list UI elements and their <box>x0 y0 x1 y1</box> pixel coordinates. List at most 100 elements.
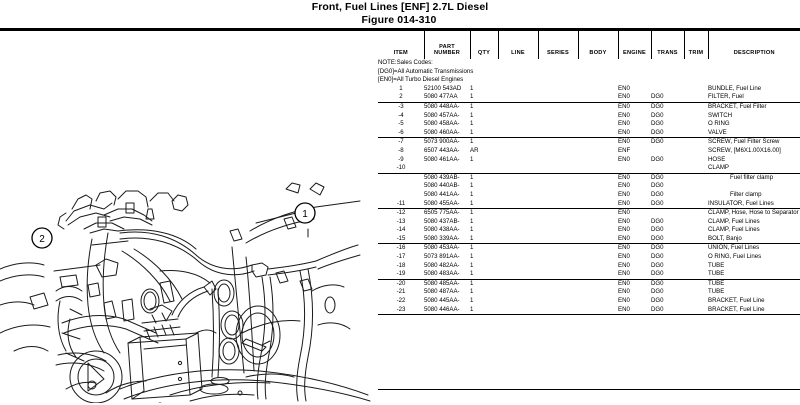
callout-marker-1: 1 <box>294 202 316 224</box>
cell-trans <box>651 85 684 94</box>
cell-body <box>578 138 618 147</box>
cell-desc: INSULATOR, Fuel Lines <box>708 199 800 210</box>
cell-qty: 1 <box>470 305 498 316</box>
cell-trans: DG0 <box>651 138 664 146</box>
table-header-row: ITEM PART NUMBER QTY LINE SERIES BODY EN… <box>378 31 800 59</box>
cell-part: 6505 775AA- <box>424 209 460 217</box>
note-text: NOTE:Sales Codes: <box>378 59 433 66</box>
cell-trim <box>684 226 708 235</box>
cell-series <box>538 120 578 129</box>
cell-series <box>538 147 578 156</box>
cell-part: 5080 437AB- <box>424 217 460 225</box>
cell-engine: EN0 <box>618 111 630 119</box>
cell-qty: 1 <box>470 155 474 163</box>
cell-qty: 1 <box>470 279 474 287</box>
cell-desc: O RING, Fuel Lines <box>708 253 762 261</box>
cell-series <box>538 191 578 200</box>
cell-body <box>578 147 618 156</box>
cell-trim <box>684 138 708 147</box>
cell-engine: EN0 <box>618 102 630 110</box>
cell-line <box>498 279 538 288</box>
cell-qty: 1 <box>470 209 474 217</box>
parts-list-table: ITEM PART NUMBER QTY LINE SERIES BODY EN… <box>378 31 800 399</box>
cell-line <box>498 226 538 235</box>
cell-desc: TUBE <box>708 270 800 280</box>
cell-trim <box>684 218 708 227</box>
cell-trim <box>684 253 708 262</box>
cell-qty: 1 <box>470 102 474 110</box>
cell-desc: CLAMP, Hose, Hose to Separator <box>708 209 799 217</box>
cell-body <box>578 128 618 139</box>
column-header-series: SERIES <box>538 31 579 59</box>
cell-body <box>578 182 618 191</box>
cell-part: 5080 460AA- <box>424 128 470 139</box>
cell-trim <box>684 93 708 103</box>
cell-item: 2 <box>378 93 424 103</box>
cell-desc: TUBE <box>708 288 725 296</box>
cell-engine: EN0 <box>618 173 630 181</box>
cell-trans: DG0 <box>651 297 664 305</box>
cell-series <box>538 305 578 316</box>
cell-part: 5080 439AB- <box>424 173 460 181</box>
cell-engine: EN0 <box>618 138 630 146</box>
cell-engine: EN0 <box>618 120 630 128</box>
cell-line <box>498 164 538 174</box>
cell-desc <box>708 182 800 191</box>
cell-series <box>538 93 578 103</box>
page-title-line-1: Front, Fuel Lines [ENF] 2.7L Diesel <box>311 1 489 13</box>
cell-part: 5080 482AA- <box>424 261 460 269</box>
cell-qty: 1 <box>470 93 498 103</box>
cell-desc: BRACKET, Fuel Line <box>708 305 800 316</box>
cell-series <box>538 234 578 245</box>
cell-item: 1 <box>399 84 403 92</box>
cell-part: 5080 446AA- <box>424 305 470 316</box>
cell-item: -11 <box>378 199 424 210</box>
note-row: [DG0]=All Automatic Transmissions <box>378 68 800 77</box>
cell-item: -9 <box>398 155 404 163</box>
cell-series <box>538 156 578 165</box>
cell-body <box>578 218 618 227</box>
column-header-line: LINE <box>498 31 539 59</box>
cell-trim <box>684 120 708 129</box>
cell-series <box>538 102 578 111</box>
cell-qty: 1 <box>470 182 474 190</box>
cell-engine: EN0 <box>618 155 630 163</box>
cell-part: 5080 485AA- <box>424 279 460 287</box>
cell-qty: 1 <box>470 111 474 119</box>
cell-part: 5080 453AA- <box>424 244 460 252</box>
cell-engine: ENF <box>618 146 631 154</box>
column-header-item: ITEM <box>378 31 425 59</box>
svg-text:2: 2 <box>39 234 45 245</box>
note-row: [EN0]=All Turbo Diesel Engines <box>378 76 800 85</box>
cell-desc: SWITCH <box>708 111 733 119</box>
cell-desc: SCREW, [M6X1.00X16.00] <box>708 146 781 154</box>
header-divider-rule <box>0 28 800 31</box>
note-row: NOTE:Sales Codes: <box>378 59 800 68</box>
